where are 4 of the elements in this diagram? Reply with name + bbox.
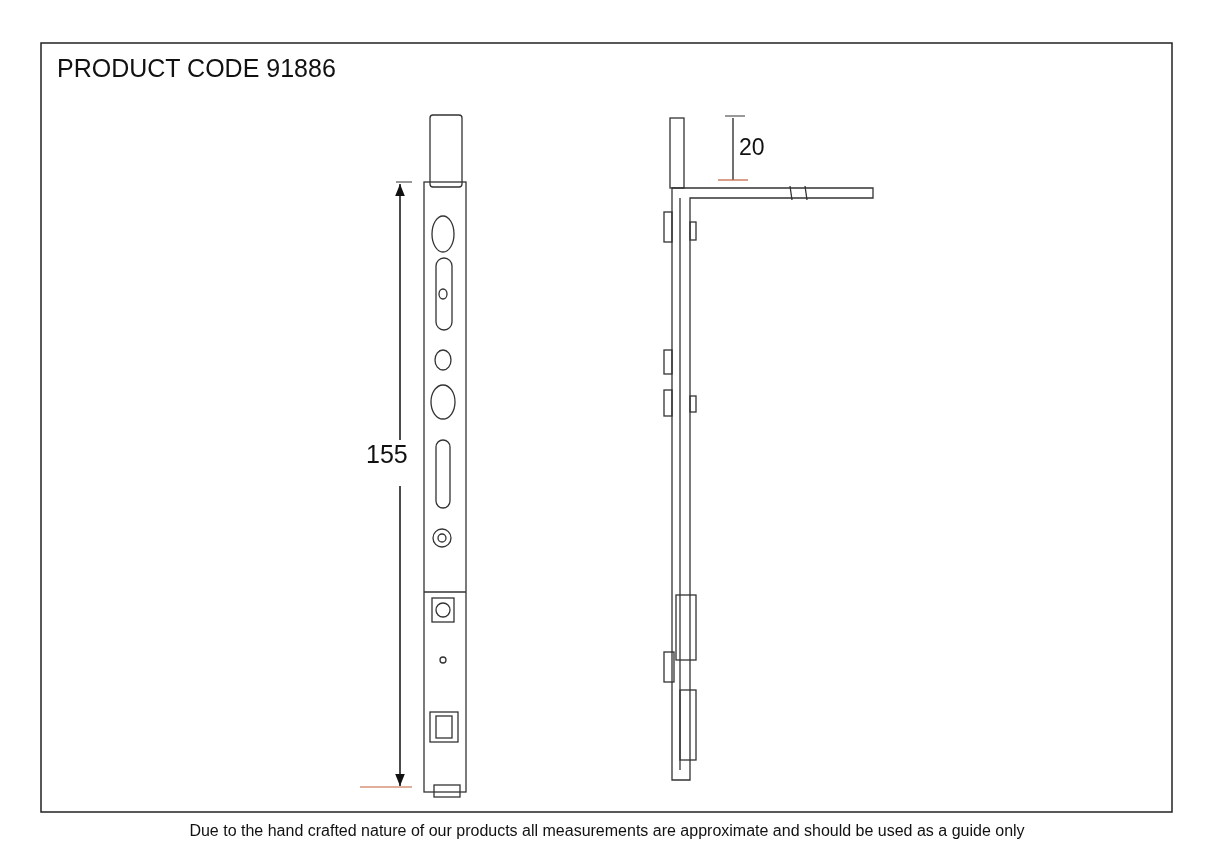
dimension-label: 20 xyxy=(739,134,765,161)
dimension-label: 155 xyxy=(366,440,408,469)
title-text: PRODUCT CODE 91886 xyxy=(57,54,336,83)
caption-text: Due to the hand crafted nature of our products all measurements are approximate and should be used as a guide only xyxy=(188,822,1026,840)
